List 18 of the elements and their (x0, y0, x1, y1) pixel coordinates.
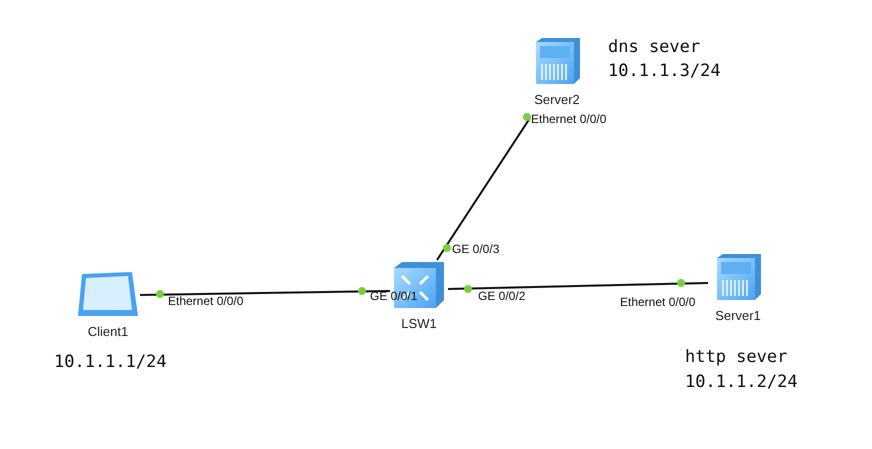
device-note: http sever (685, 347, 788, 367)
port-label: Ethernet 0/0/0 (168, 294, 244, 308)
device-note: 10.1.1.1/24 (54, 352, 167, 372)
link-line (436, 117, 531, 261)
device-note: 10.1.1.2/24 (685, 372, 798, 392)
device-name: Server1 (715, 308, 761, 323)
port-label: Ethernet 0/0/0 (531, 112, 606, 126)
network-device (76, 270, 140, 339)
device-note: 10.1.1.3/24 (608, 61, 721, 81)
link-line (140, 290, 390, 296)
device-name: LSW1 (401, 316, 437, 331)
device-note: dns sever (608, 37, 700, 57)
device-name: Server2 (534, 92, 580, 107)
port-label: GE 0/0/2 (478, 289, 526, 303)
port-label: GE 0/0/1 (370, 289, 418, 303)
port-label: Ethernet 0/0/0 (620, 295, 696, 309)
device-name: Client1 (88, 324, 128, 339)
port-label: GE 0/0/3 (452, 242, 500, 256)
